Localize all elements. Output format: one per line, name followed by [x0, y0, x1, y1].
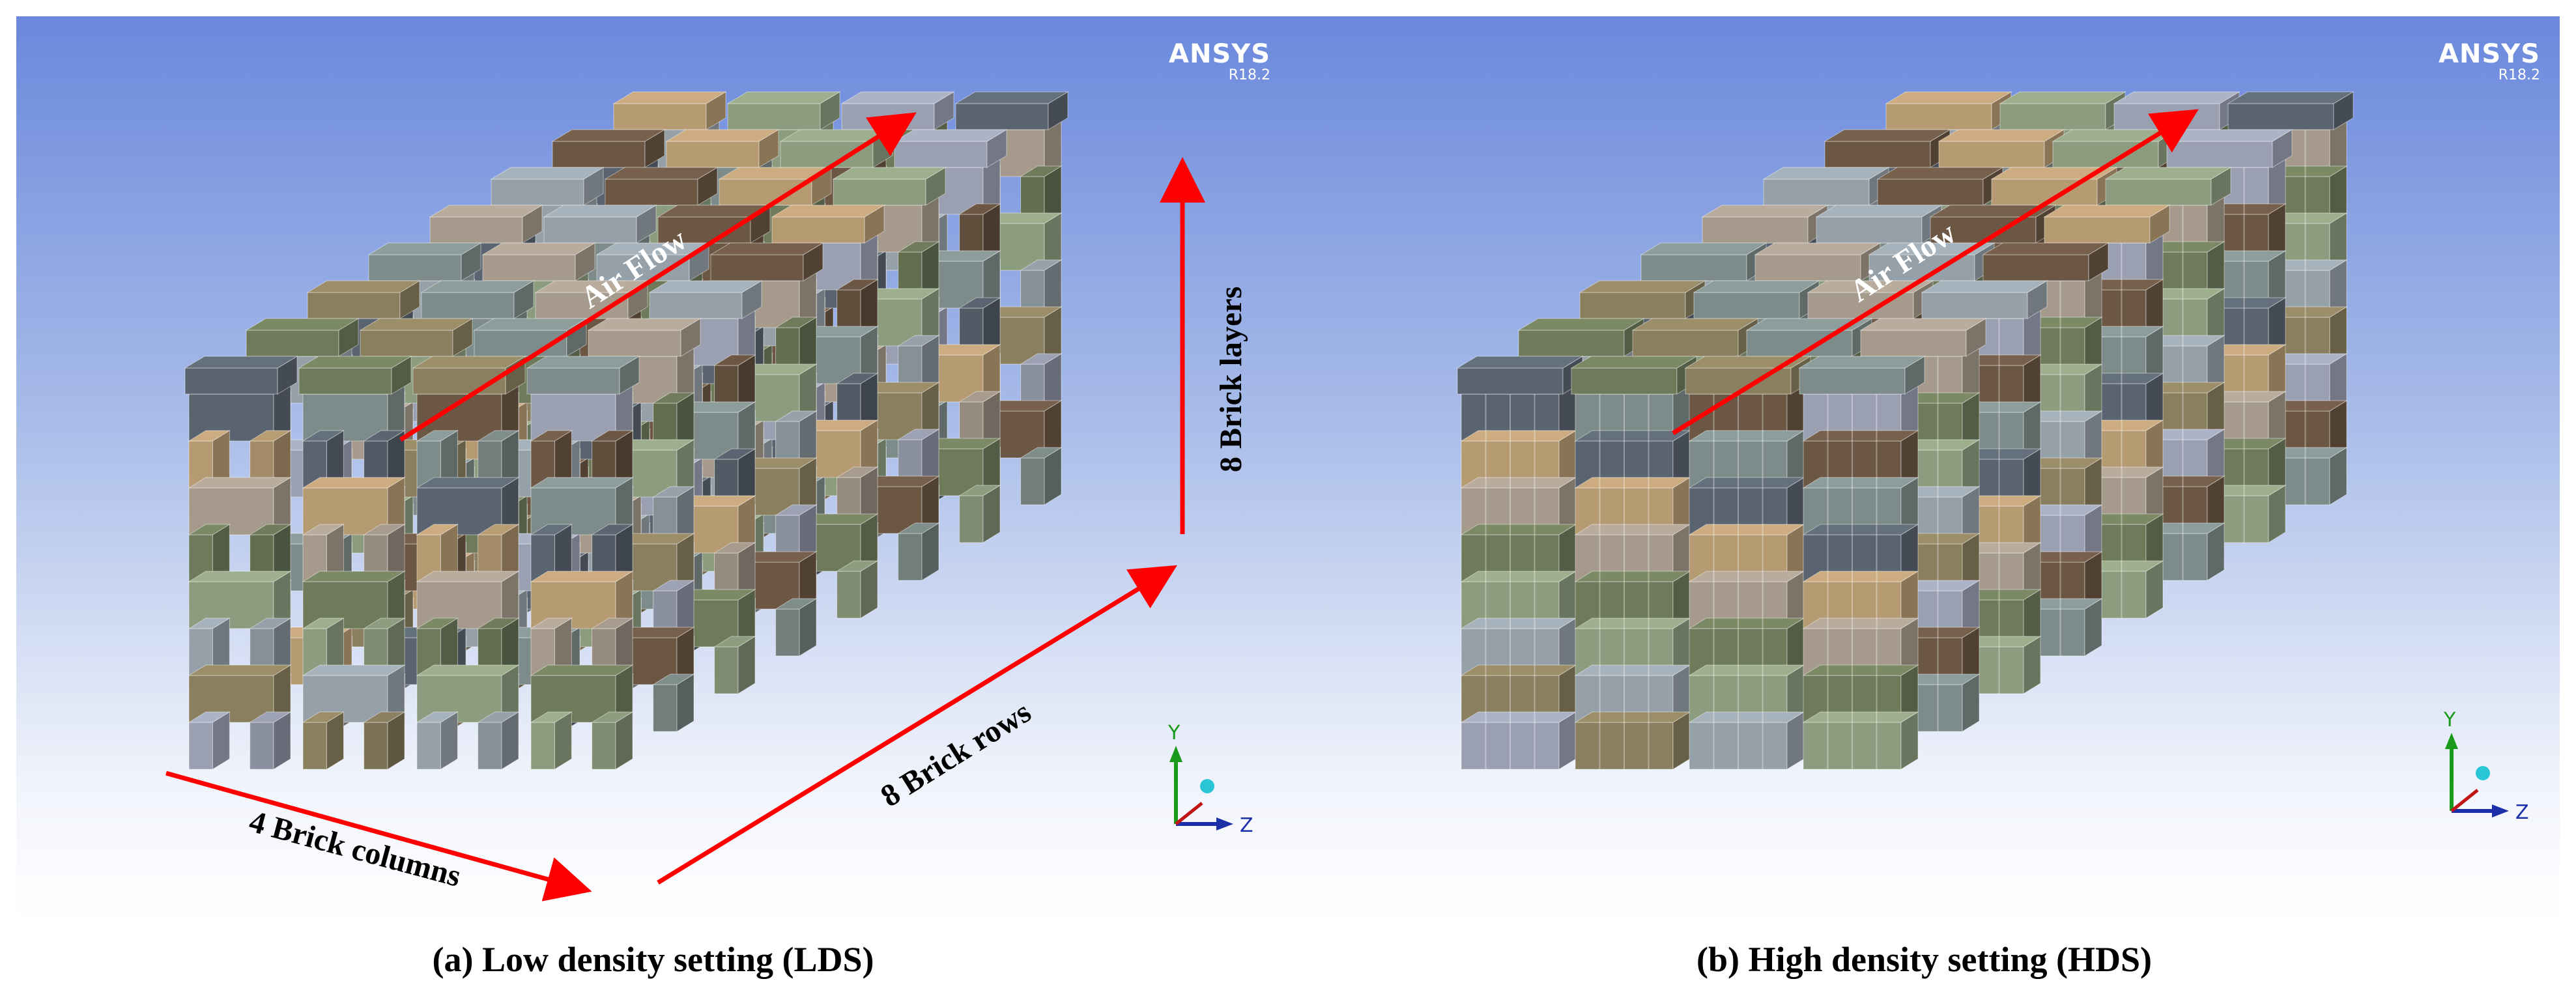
caption-hds: (b) High density setting (HDS) — [1696, 940, 2153, 979]
axis-y-label: Y — [2443, 709, 2456, 731]
brand-version: R18.2 — [2498, 67, 2540, 83]
panel-high-density: Air Flow Y Z ANSYS R18.2 — [1289, 16, 2560, 922]
brick-array-view-hds: Air Flow Y Z — [1456, 91, 2529, 824]
rows-label: 8 Brick rows — [875, 694, 1037, 814]
axis-z-label: Z — [1240, 814, 1253, 837]
caption-lds: (a) Low density setting (LDS) — [432, 940, 874, 979]
ansys-logo: ANSYS R18.2 — [2439, 41, 2540, 84]
axis-triad: Y Z — [2443, 709, 2529, 824]
axis-z-label: Z — [2515, 801, 2529, 824]
airflow-arrow — [399, 112, 917, 442]
rows-arrow — [657, 565, 1177, 885]
axis-y-label: Y — [1167, 722, 1181, 745]
brand-name: ANSYS — [2438, 39, 2540, 69]
panel-low-density: Air Flow 4 Brick columns 8 Brick rows 8 … — [16, 16, 1290, 922]
airflow-arrow — [1672, 109, 2199, 435]
columns-arrow — [165, 771, 592, 901]
axis-triad: Y Z — [1167, 722, 1253, 837]
brand-version: R18.2 — [1228, 67, 1270, 83]
brand-name: ANSYS — [1168, 39, 1270, 69]
brick-array-view-lds: Air Flow 4 Brick columns 8 Brick rows 8 … — [165, 91, 1253, 901]
brick-array — [1456, 91, 2354, 770]
brick-array — [184, 91, 1069, 770]
ansys-logo: ANSYS R18.2 — [1169, 41, 1270, 84]
layers-label: 8 Brick layers — [1214, 287, 1248, 472]
